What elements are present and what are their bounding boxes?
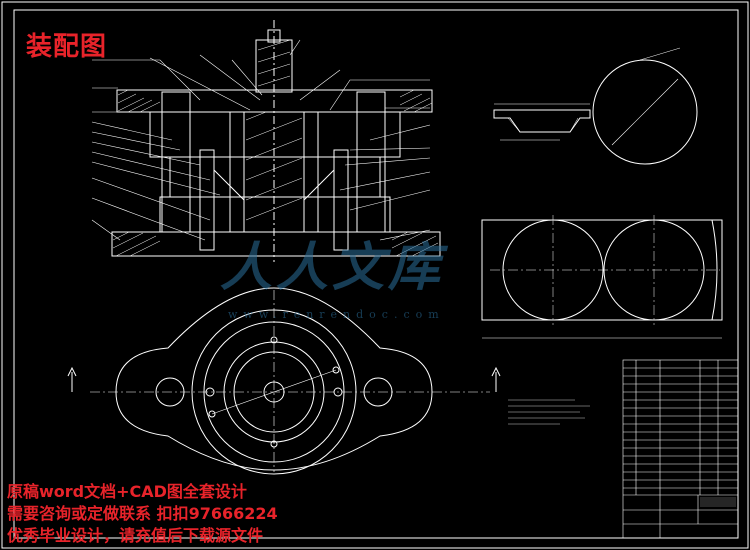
part-detail [493, 103, 591, 141]
promo-line-1: 原稿word文档+CAD图全套设计 [7, 482, 247, 501]
leader-lines [91, 39, 431, 241]
promo-line-2: 需要咨询或定做联系 扣扣97666224 [7, 504, 278, 523]
drawing-title: 装配图 [26, 32, 108, 62]
technical-notes [508, 399, 590, 425]
title-block [622, 359, 739, 539]
strip-layout [481, 215, 723, 339]
blank-circle [592, 47, 698, 165]
drawing-border [13, 9, 739, 539]
promo-line-3: 优秀毕业设计，请充值后下载源文件 [7, 526, 264, 545]
section-hatching [112, 39, 439, 257]
plan-view [67, 287, 501, 475]
watermark-text: 人人文库 [220, 237, 445, 298]
watermark-url: www.renrendoc.com [228, 308, 445, 321]
